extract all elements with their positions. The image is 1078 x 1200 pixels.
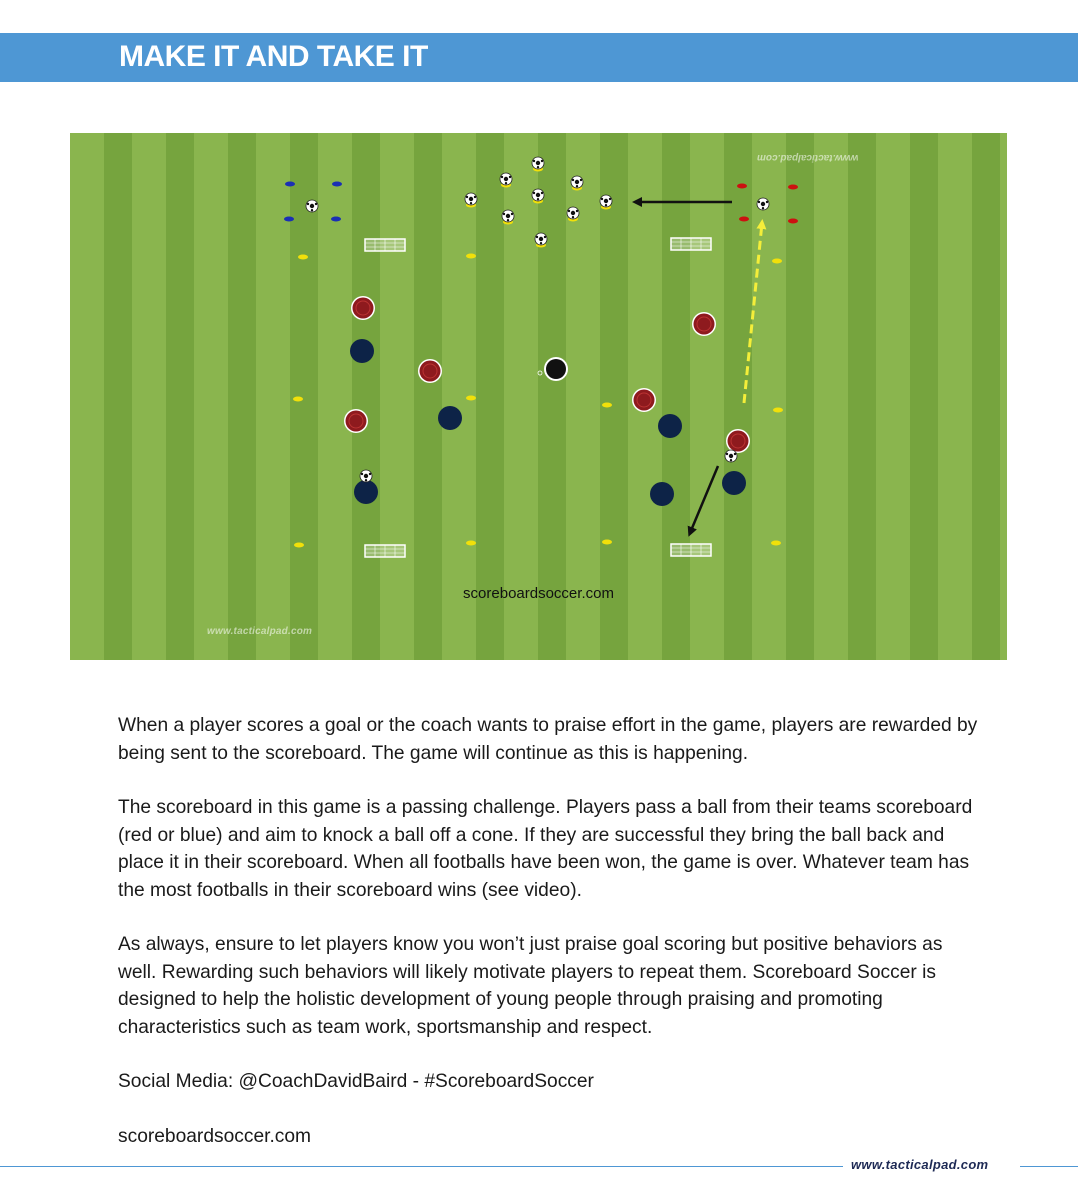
- paragraph-values: As always, ensure to let players know yo…: [118, 934, 943, 1038]
- paragraph-rewards: When a player scores a goal or the coach…: [118, 715, 978, 764]
- pitch-caption: scoreboardsoccer.com: [463, 585, 614, 602]
- footer-rule-left: [0, 1166, 843, 1167]
- watermark-bottom: www.tacticalpad.com: [207, 626, 313, 637]
- ball: [359, 469, 373, 483]
- page-title: MAKE IT AND TAKE IT: [119, 40, 428, 73]
- drill-diagram: www.tacticalpad.com www.tacticalpad.com …: [70, 133, 1007, 660]
- watermark-top: www.tacticalpad.com: [757, 152, 859, 163]
- pitch-drawing: [284, 156, 798, 558]
- title-banner: MAKE IT AND TAKE IT: [0, 33, 1078, 82]
- website-text: scoreboardsoccer.com: [118, 1125, 312, 1147]
- pass-arrow: [742, 219, 767, 404]
- target-cones: [464, 156, 613, 248]
- goals: [364, 237, 712, 558]
- paragraph-scoreboard: The scoreboard in this game is a passing…: [118, 797, 973, 901]
- description: When a player scores a goal or the coach…: [118, 712, 978, 1177]
- red-scoreboard: [737, 183, 798, 224]
- social-media: Social Media: @CoachDavidBaird - #Scoreb…: [118, 1071, 594, 1092]
- blue-scoreboard: [284, 181, 342, 222]
- shot-arrow: [687, 465, 720, 537]
- coach-figure: [537, 357, 568, 381]
- footer-brand: www.tacticalpad.com: [851, 1157, 989, 1172]
- ball: [724, 449, 738, 463]
- footer-rule-right: [1020, 1166, 1078, 1167]
